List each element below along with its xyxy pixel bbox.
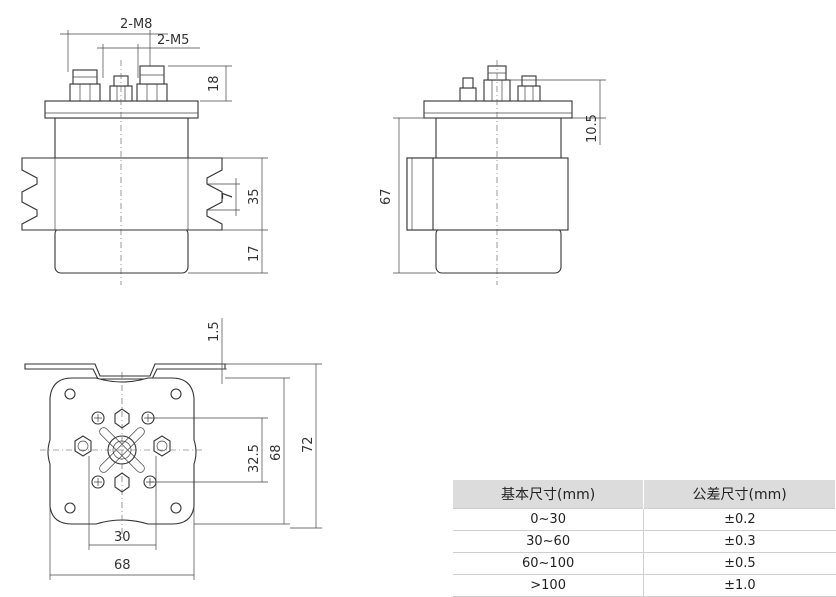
front-terminal-center-m5 — [109, 75, 133, 102]
table-row: 60~100 ±0.5 — [453, 552, 836, 575]
cell-tolerance: ±0.5 — [643, 552, 836, 575]
front-terminal-right-m8 — [136, 65, 168, 102]
label-2-m5: 2-M5 — [157, 33, 189, 48]
cell-size: 0~30 — [453, 508, 645, 531]
front-view: 2-M8 2-M5 18 35 7 17 — [21, 17, 268, 285]
cell-size: >100 — [453, 574, 645, 597]
header-tolerance: 公差尺寸(mm) — [643, 480, 836, 509]
dim-67: 67 — [379, 188, 394, 205]
dim-32-5: 32.5 — [247, 444, 262, 473]
dim-30: 30 — [114, 530, 131, 545]
bottom-view: 1.5 32.5 68 72 30 68 — [24, 318, 322, 580]
side-view: 10.5 67 — [379, 60, 606, 285]
table-row: >100 ±1.0 — [453, 574, 836, 597]
cell-tolerance: ±0.2 — [643, 508, 836, 531]
table-row: 30~60 ±0.3 — [453, 530, 836, 553]
dim-68-vertical: 68 — [269, 444, 284, 461]
cell-tolerance: ±0.3 — [643, 530, 836, 553]
dim-18: 18 — [207, 75, 222, 92]
dim-68-horizontal: 68 — [114, 558, 131, 573]
header-basic-size: 基本尺寸(mm) — [453, 480, 645, 509]
cell-size: 60~100 — [453, 552, 645, 575]
label-2-m8: 2-M8 — [120, 17, 152, 32]
cell-tolerance: ±1.0 — [643, 574, 836, 597]
dim-10-5: 10.5 — [585, 114, 600, 143]
front-terminal-left-m8 — [69, 69, 101, 102]
tolerance-table: 基本尺寸(mm) 公差尺寸(mm) 0~30 ±0.2 30~60 ±0.3 6… — [453, 480, 836, 597]
table-header-row: 基本尺寸(mm) 公差尺寸(mm) — [453, 480, 836, 509]
dim-72: 72 — [301, 436, 316, 453]
dim-1-5: 1.5 — [207, 321, 222, 342]
cell-size: 30~60 — [453, 530, 645, 553]
dim-35: 35 — [247, 188, 262, 205]
dim-7: 7 — [221, 192, 236, 200]
dim-17: 17 — [247, 245, 262, 262]
table-row: 0~30 ±0.2 — [453, 508, 836, 531]
